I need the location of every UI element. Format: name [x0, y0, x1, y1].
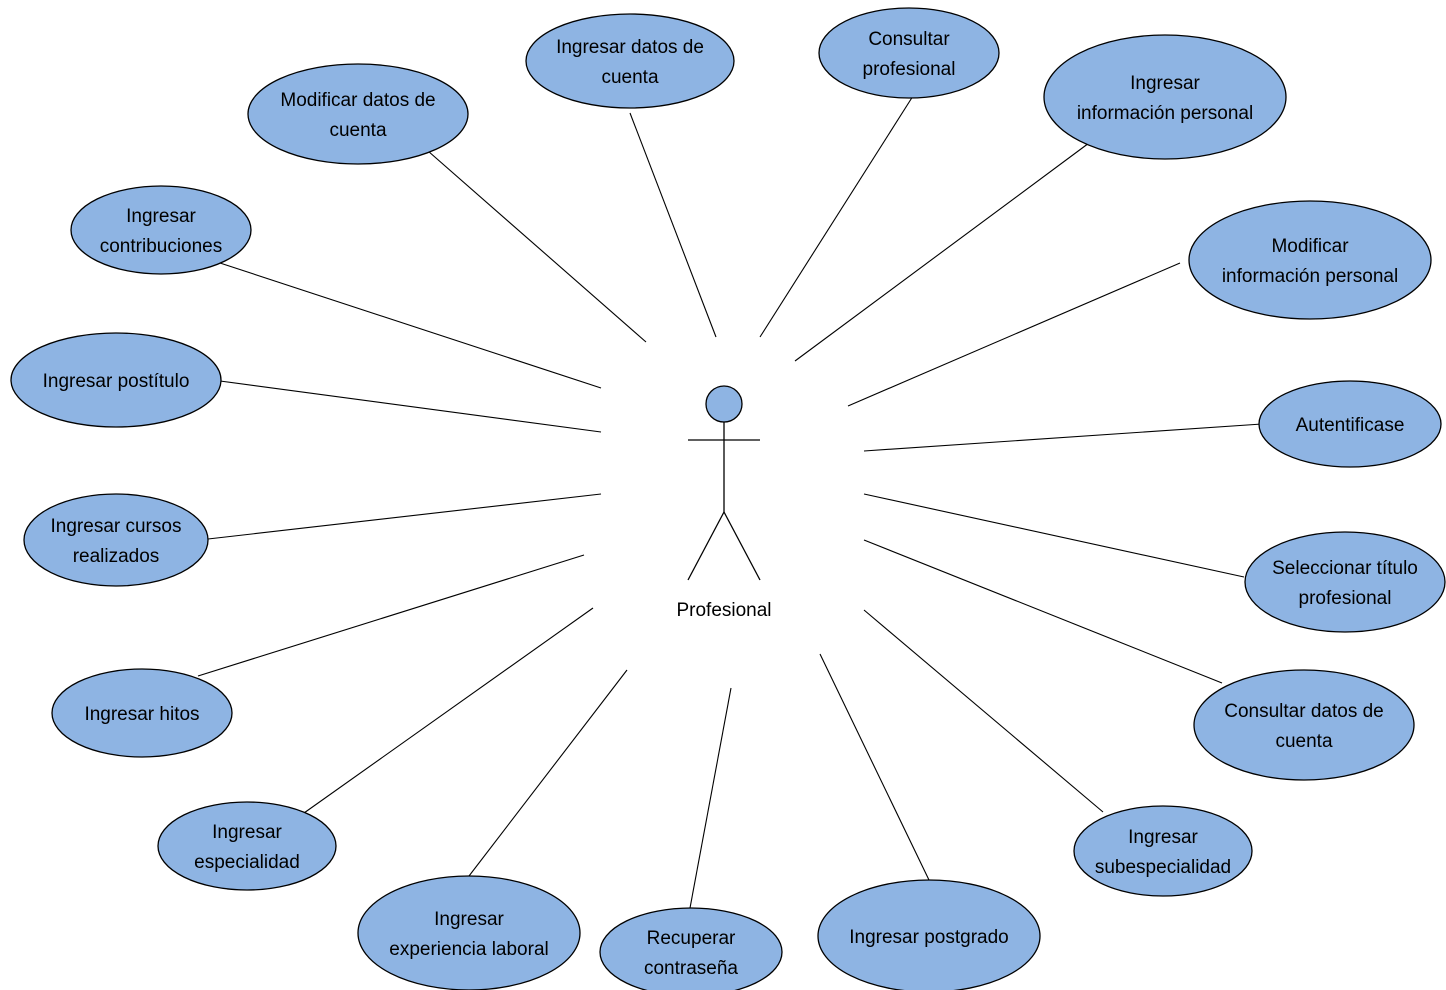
use-case-label: subespecialidad [1095, 857, 1231, 878]
use-case-ellipse [70, 185, 252, 275]
use-case-ingresar-contribuciones: Ingresar contribuciones [70, 185, 252, 275]
use-case-ellipse [1258, 380, 1442, 468]
association-line-ingresar-postitulo [219, 380, 602, 433]
use-case-label: Consultar [868, 29, 950, 50]
use-case-label: Ingresar cursos [51, 516, 182, 537]
association-line-ingresar-postgrado [819, 653, 930, 881]
use-case-label: Recuperar [647, 928, 736, 949]
use-case-ellipse [357, 875, 581, 990]
association-lines [197, 95, 1263, 909]
use-case-label: Ingresar [212, 822, 282, 843]
use-case-ellipse [1193, 669, 1415, 781]
actor: Profesional [676, 385, 772, 621]
use-case-label: Autentificase [1296, 415, 1405, 436]
use-case-ellipse [1188, 200, 1432, 320]
use-case-ellipse [157, 801, 337, 891]
association-line-ingresar-contribuciones [219, 262, 602, 389]
use-case-consultar-datos-cuenta: Consultar datos de cuenta [1193, 669, 1415, 781]
association-line-ingresar-especialidad [303, 607, 594, 814]
use-case-ingresar-subespecialidad: Ingresar subespecialidad [1073, 805, 1253, 897]
use-case-ellipse [51, 668, 233, 758]
use-case-ellipse [817, 879, 1041, 990]
use-case-label: contribuciones [100, 236, 223, 257]
use-case-seleccionar-titulo-profesional: Seleccionar título profesional [1244, 531, 1446, 633]
association-line-modificar-informacion-personal [847, 262, 1181, 407]
use-case-label: cuenta [1275, 731, 1332, 752]
use-case-label: experiencia laboral [389, 939, 549, 960]
association-line-consultar-profesional [759, 95, 914, 338]
use-case-ingresar-datos-cuenta: Ingresar datos de cuenta [525, 13, 735, 109]
actor-label: Profesional [676, 600, 771, 621]
association-line-modificar-datos-cuenta [427, 150, 647, 343]
use-case-label: especialidad [194, 852, 300, 873]
use-case-label: Ingresar postítulo [43, 371, 190, 392]
association-line-ingresar-experiencia-laboral [468, 669, 628, 877]
use-case-label: profesional [1299, 588, 1392, 609]
use-case-label: información personal [1222, 266, 1398, 287]
use-case-modificar-datos-cuenta: Modificar datos de cuenta [247, 63, 469, 165]
use-case-ingresar-informacion-personal: Ingresar información personal [1043, 34, 1287, 160]
actor-head [705, 385, 743, 423]
use-case-label: Seleccionar título [1272, 558, 1418, 579]
use-case-ellipse [1073, 805, 1253, 897]
use-case-ellipse [818, 7, 1000, 99]
association-line-consultar-datos-cuenta [863, 539, 1223, 684]
use-case-ingresar-especialidad: Ingresar especialidad [157, 801, 337, 891]
use-case-label: Modificar datos de [280, 90, 435, 111]
use-case-label: Modificar [1271, 236, 1349, 257]
use-case-label: contraseña [644, 958, 738, 979]
association-line-ingresar-cursos-realizados [207, 493, 602, 540]
use-case-ingresar-postitulo: Ingresar postítulo [10, 332, 222, 428]
use-case-ingresar-postgrado: Ingresar postgrado [817, 879, 1041, 990]
use-case-ingresar-cursos-realizados: Ingresar cursos realizados [23, 493, 209, 587]
use-case-autentificase: Autentificase [1258, 380, 1442, 468]
use-case-label: Ingresar [126, 206, 196, 227]
actor-left-leg [687, 511, 725, 581]
association-line-recuperar-contrasena [689, 687, 732, 909]
association-line-ingresar-subespecialidad [863, 609, 1104, 813]
use-case-ellipse [10, 332, 222, 428]
use-case-ellipse [525, 13, 735, 109]
use-case-ellipse [247, 63, 469, 165]
use-case-label: Ingresar datos de [556, 37, 704, 58]
use-case-label: profesional [863, 59, 956, 80]
actor-right-leg [723, 511, 761, 581]
association-line-ingresar-hitos [197, 554, 585, 677]
use-case-label: Ingresar hitos [84, 704, 199, 725]
association-line-autentificase [863, 423, 1263, 452]
use-case-ingresar-experiencia-laboral: Ingresar experiencia laboral [357, 875, 581, 990]
association-line-seleccionar-titulo-profesional [863, 493, 1245, 578]
use-case-recuperar-contrasena: Recuperar contraseña [599, 907, 783, 990]
use-case-consultar-profesional: Consultar profesional [818, 7, 1000, 99]
use-case-label: Ingresar [434, 909, 504, 930]
use-case-label: Ingresar postgrado [849, 927, 1009, 948]
use-case-label: realizados [73, 546, 160, 567]
association-line-ingresar-datos-cuenta [629, 112, 717, 338]
use-case-modificar-informacion-personal: Modificar información personal [1188, 200, 1432, 320]
use-case-ellipse [1043, 34, 1287, 160]
use-case-ellipse [1244, 531, 1446, 633]
use-case-ellipse [23, 493, 209, 587]
use-case-ellipse [599, 907, 783, 990]
use-case-label: información personal [1077, 103, 1253, 124]
association-line-ingresar-informacion-personal [794, 142, 1090, 362]
use-case-ingresar-hitos: Ingresar hitos [51, 668, 233, 758]
use-case-label: Consultar datos de [1224, 701, 1384, 722]
use-case-label: Ingresar [1130, 73, 1200, 94]
use-case-label: cuenta [329, 120, 386, 141]
use-case-label: Ingresar [1128, 827, 1198, 848]
use-case-label: cuenta [601, 67, 658, 88]
